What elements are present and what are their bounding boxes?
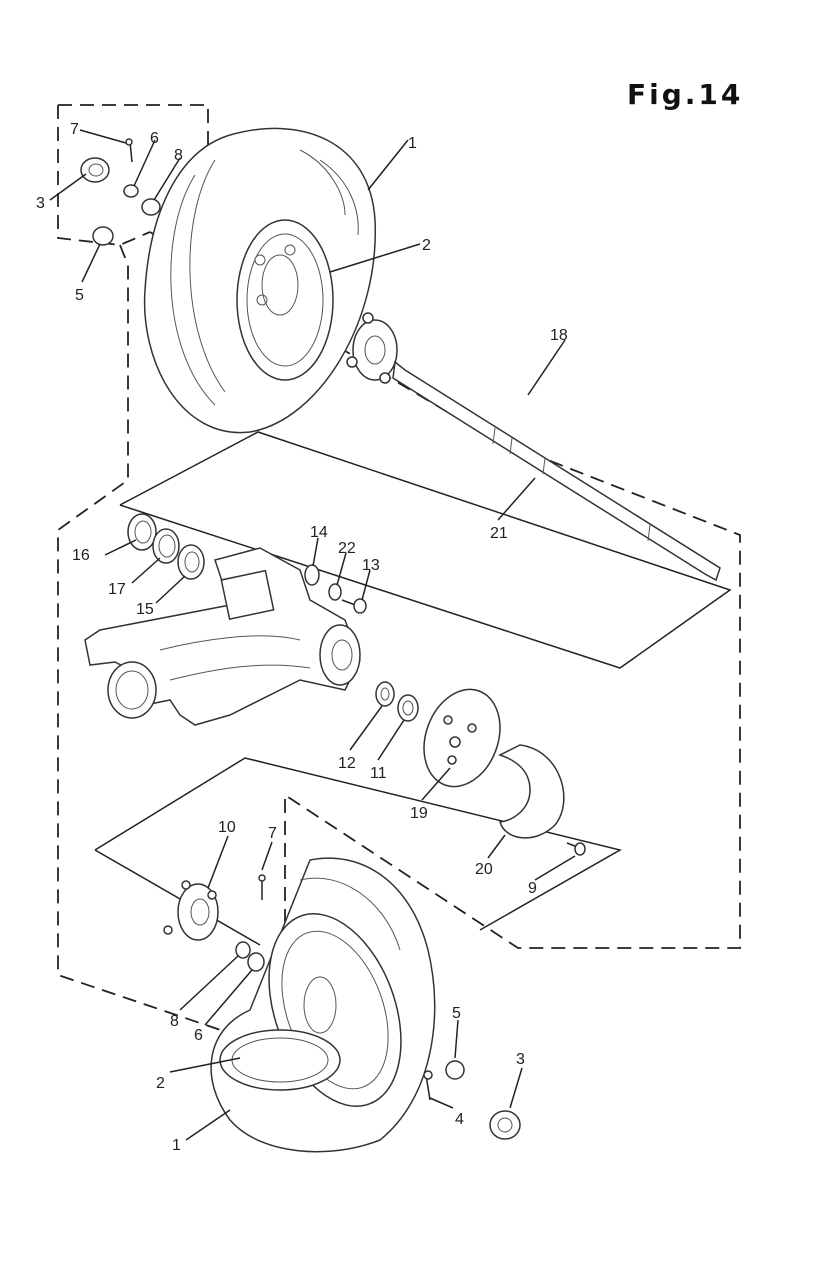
top-small-parts bbox=[80, 138, 161, 246]
callout-5-top: 5 bbox=[75, 287, 84, 304]
bearings-right bbox=[375, 681, 419, 722]
axle-shaft bbox=[392, 360, 721, 582]
callout-20: 20 bbox=[475, 861, 493, 878]
callout-10: 10 bbox=[218, 819, 236, 836]
callout-9: 9 bbox=[528, 880, 537, 897]
figure-title: Fig.14 bbox=[627, 78, 743, 111]
callout-11: 11 bbox=[370, 765, 387, 782]
callout-14: 14 bbox=[310, 524, 328, 541]
washers-bolt-right bbox=[304, 564, 367, 614]
callout-18: 18 bbox=[550, 327, 568, 344]
callout-8-top: 8 bbox=[174, 147, 183, 164]
callout-4: 4 bbox=[455, 1111, 464, 1128]
subassembly-frames bbox=[94, 431, 732, 946]
callout-22: 22 bbox=[338, 540, 356, 557]
callout-16: 16 bbox=[72, 547, 90, 564]
callout-6-bot: 6 bbox=[194, 1027, 203, 1044]
callout-2-bot: 2 bbox=[156, 1075, 165, 1092]
callout-19: 19 bbox=[410, 805, 428, 822]
top-wheel bbox=[143, 127, 376, 434]
callout-6-top: 6 bbox=[150, 130, 159, 147]
callout-7-top: 7 bbox=[70, 121, 79, 138]
callout-5-bot: 5 bbox=[452, 1005, 461, 1022]
bottom-hub bbox=[163, 880, 219, 941]
brake-disc bbox=[423, 688, 501, 788]
swing-arm bbox=[84, 547, 361, 726]
top-hub bbox=[346, 312, 398, 384]
dust-cover bbox=[498, 744, 586, 856]
callout-3-bot: 3 bbox=[516, 1051, 525, 1068]
callout-15: 15 bbox=[136, 601, 154, 618]
callout-7-bot: 7 bbox=[268, 825, 277, 842]
bottom-small-parts bbox=[235, 874, 521, 1140]
callout-1-bot: 1 bbox=[172, 1137, 181, 1154]
callouts: 7 6 8 3 5 1 2 18 21 14 22 13 16 17 15 12… bbox=[36, 121, 568, 1154]
callout-1-top: 1 bbox=[408, 135, 417, 152]
callout-13: 13 bbox=[362, 557, 380, 574]
callout-12: 12 bbox=[338, 755, 356, 772]
leader-lines bbox=[49, 129, 576, 1141]
seals-bearings-left bbox=[127, 513, 205, 580]
callout-8-bot: 8 bbox=[170, 1013, 179, 1030]
bottom-wheel bbox=[210, 857, 436, 1153]
callout-17: 17 bbox=[108, 581, 126, 598]
callout-3-top: 3 bbox=[36, 195, 45, 212]
callout-2-top: 2 bbox=[422, 237, 431, 254]
callout-21: 21 bbox=[490, 525, 508, 542]
